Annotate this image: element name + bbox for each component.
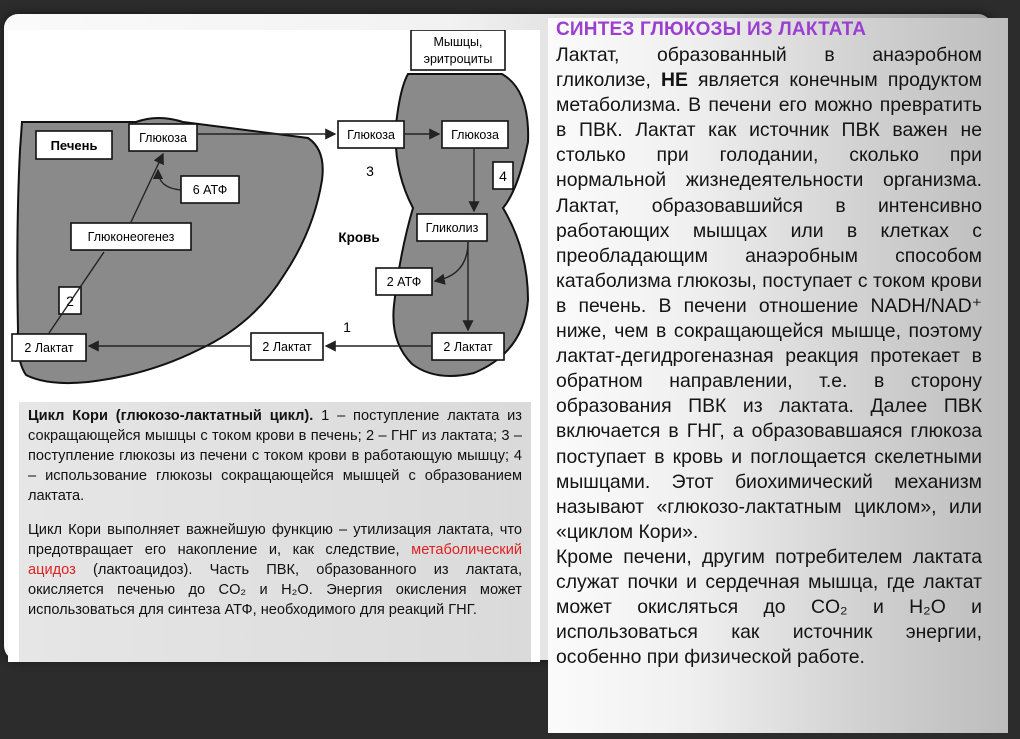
atp2-box: 2 АТФ [387,275,422,289]
figure-caption: Цикл Кори (глюкозо-лактатный цикл). 1 – … [19,402,531,662]
caption-text: 1 – поступление лактата из сокращающейся… [28,408,522,504]
step-4-label: 4 [499,168,507,184]
caption-title: Цикл Кори (глюкозо-лактатный цикл). [28,408,314,424]
lactate-liver-box: 2 Лактат [24,341,73,355]
blood-label: Кровь [338,230,379,245]
lactate-muscle-box: 2 Лактат [443,340,492,354]
body-part2: является конечным продуктом метаболизма.… [556,69,982,543]
acidosis-highlight: метаболический ацидоз [28,542,522,578]
right-panel: СИНТЕЗ ГЛЮКОЗЫ ИЗ ЛАКТАТА Лактат, образо… [548,18,1008,733]
liver-label: Печень [51,138,98,153]
lactate-blood-box: 2 Лактат [262,340,311,354]
left-panel: Печень Глюкоза Мышцы, эритроциты Глюкоза… [8,30,540,662]
muscle-label-line1: Мышцы, [433,35,482,49]
cori-text-part1: Цикл Кори выполняет важнейшую функцию – … [28,522,522,558]
body-emphasis: НЕ [660,69,688,92]
atp6-box: 6 АТФ [193,183,228,197]
gluconeogenesis-box: Глюконеогенез [88,230,175,244]
step-1-label: 1 [343,319,351,335]
glucose-liver-box: Глюкоза [139,131,187,145]
section-title: СИНТЕЗ ГЛЮКОЗЫ ИЗ ЛАКТАТА [556,19,867,40]
glucose-muscle-box: Глюкоза [451,128,499,142]
body-part1: Лактат, образованный в анаэробном гликол… [556,44,982,92]
muscle-label-line2: эритроциты [424,52,493,66]
cori-cycle-diagram: Печень Глюкоза Мышцы, эритроциты Глюкоза… [11,30,530,385]
step-3-label: 3 [366,163,374,179]
body-paragraph2: Кроме печени, другим потребителем лактат… [556,545,982,669]
glycolysis-box: Гликолиз [426,221,479,235]
glucose-blood-box: Глюкоза [347,128,395,142]
cori-text-part2: (лактоацидоз). Часть ПВК, образованного … [28,562,522,618]
section-body: Лактат, образованный в анаэробном гликол… [556,43,982,670]
